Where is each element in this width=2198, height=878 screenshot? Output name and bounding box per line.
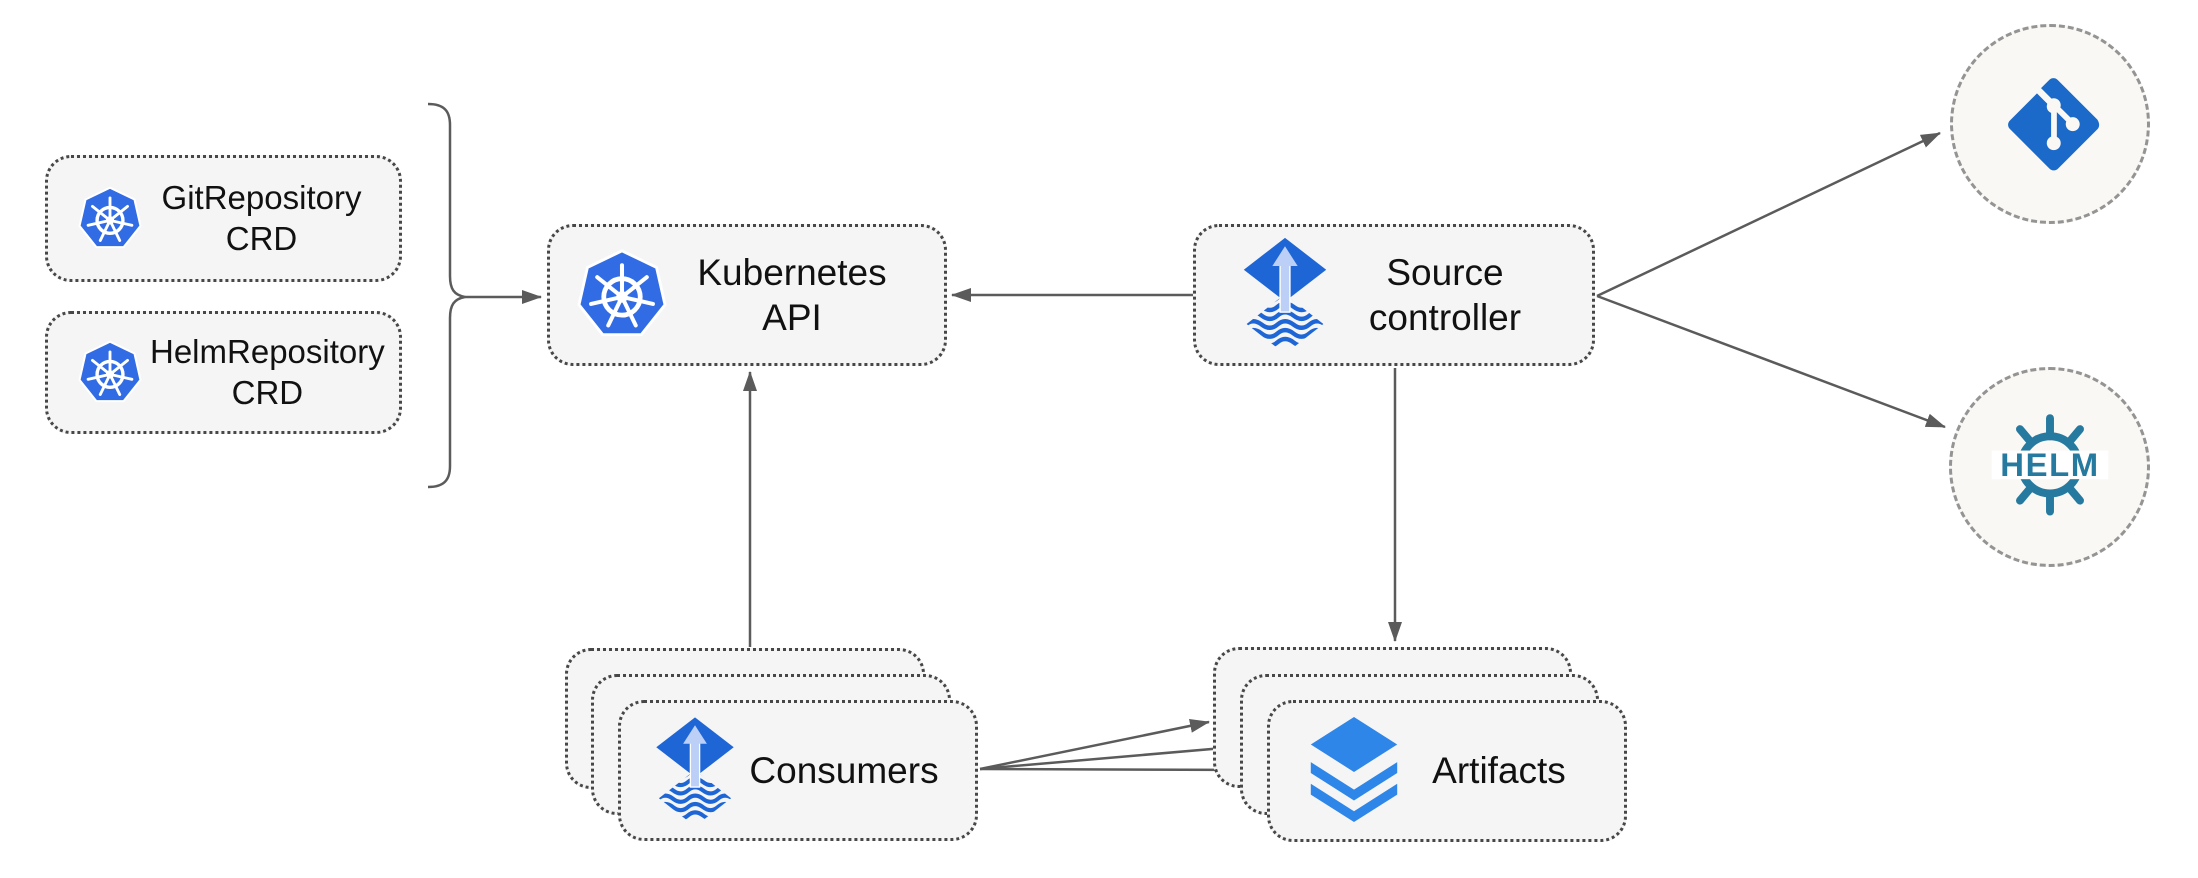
- kubernetes-api-label: Kubernetes API: [697, 251, 887, 338]
- crd-group-brace: [427, 102, 466, 489]
- node-kubernetes-api: Kubernetes API: [547, 224, 947, 366]
- artifacts-label: Artifacts: [1432, 750, 1566, 792]
- node-source-controller: Source controller: [1193, 224, 1595, 366]
- git-repository-crd-label: GitRepository CRD: [161, 179, 362, 257]
- source-controller-label: Source controller: [1368, 251, 1522, 338]
- edge-source-controller-to-git: [1596, 131, 1941, 298]
- edge-consumers-to-artifacts-1: [979, 718, 1210, 771]
- node-git-remote: [1950, 24, 2150, 224]
- layers-icon: [1304, 717, 1404, 825]
- kubernetes-icon: [76, 185, 144, 253]
- node-consumers: Consumers: [618, 700, 978, 841]
- kubernetes-icon: [76, 339, 144, 407]
- git-icon: [1998, 72, 2102, 176]
- node-git-repository-crd: GitRepository CRD: [45, 155, 402, 282]
- consumers-label: Consumers: [749, 749, 939, 791]
- flux-source-controller-icon: [1238, 236, 1332, 354]
- helm-repository-crd-label: HelmRepository CRD: [150, 333, 385, 411]
- edge-source-controller-to-helm: [1596, 294, 1946, 429]
- flux-consumer-icon: [651, 715, 739, 827]
- node-helm-repository-crd: HelmRepository CRD: [45, 311, 402, 434]
- node-helm-remote: HELM: [1949, 367, 2150, 567]
- node-artifacts: Artifacts: [1267, 700, 1627, 842]
- helm-logo-text: HELM: [2000, 446, 2099, 483]
- helm-icon: HELM: [1991, 414, 2109, 520]
- kubernetes-icon: [574, 247, 670, 343]
- edge-consumers-to-artifacts-2: [979, 741, 1236, 771]
